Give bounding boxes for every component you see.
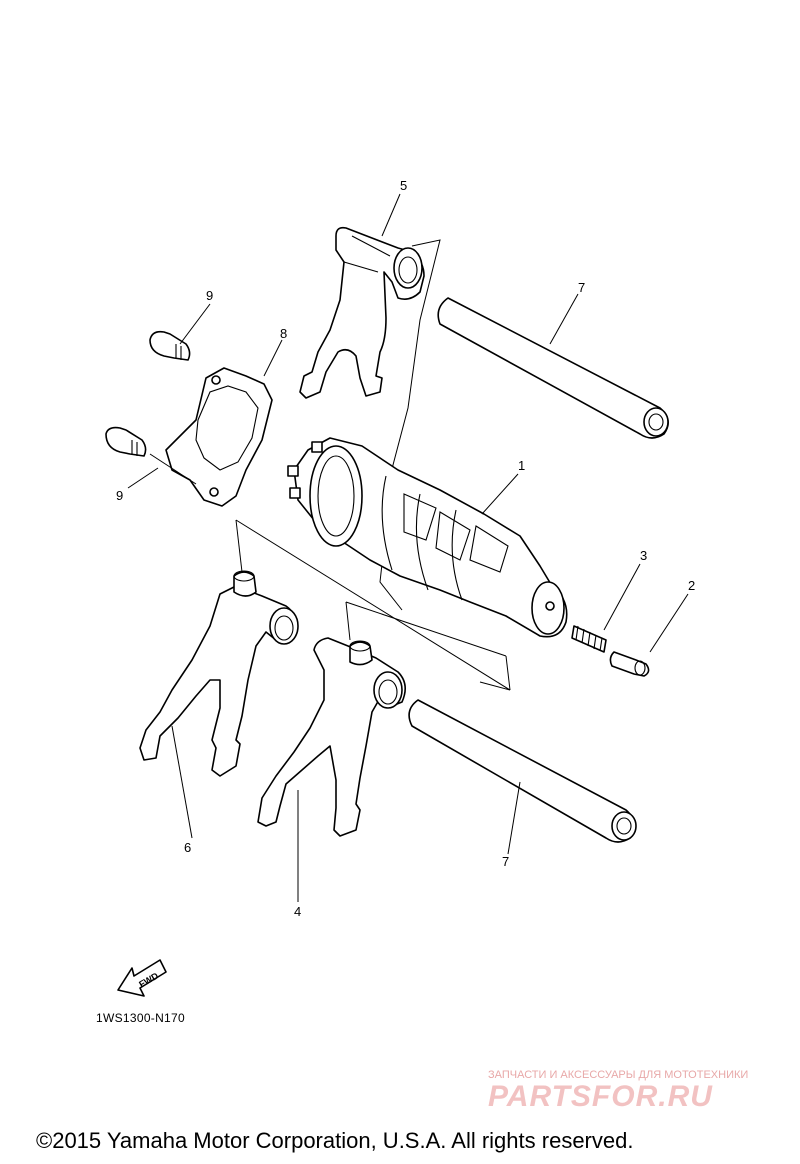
fwd-arrow-icon: FWD	[117, 959, 167, 997]
spring-3[interactable]	[571, 625, 607, 653]
diagram-code: 1WS1300-N170	[96, 1011, 185, 1025]
callout-5: 5	[400, 178, 407, 193]
watermark-logo: PARTSFOR.RU	[488, 1080, 713, 1113]
assembly-outline-lines	[235, 239, 511, 691]
callout-4: 4	[294, 904, 301, 919]
callout-6: 6	[184, 840, 191, 855]
copyright-notice: ©2015 Yamaha Motor Corporation, U.S.A. A…	[36, 1128, 634, 1153]
guide-bar-7-lower[interactable]	[408, 699, 637, 843]
callout-9-lower: 9	[116, 488, 123, 503]
guide-bar-7-upper[interactable]	[437, 297, 669, 439]
watermark-tagline: ЗАПЧАСТИ И АКСЕССУАРЫ ДЛЯ МОТОТЕХНИКИ	[488, 1069, 749, 1081]
callout-labels: 1 2 3 4 5 6 7 7 8 9 9	[116, 178, 695, 919]
shift-drum-1[interactable]	[287, 437, 568, 638]
screw-9-lower[interactable]	[105, 426, 147, 457]
callout-1: 1	[518, 458, 525, 473]
screw-9-upper[interactable]	[149, 330, 191, 361]
shift-fork-5[interactable]	[299, 226, 425, 399]
callout-leaders	[127, 193, 689, 902]
callout-8: 8	[280, 326, 287, 341]
segment-plate-8[interactable]	[165, 367, 273, 507]
shift-fork-6[interactable]	[139, 570, 299, 777]
callout-2: 2	[688, 578, 695, 593]
callout-9-upper: 9	[206, 288, 213, 303]
callout-7-lower: 7	[502, 854, 509, 869]
pin-2[interactable]	[609, 651, 650, 677]
shift-fork-4[interactable]	[257, 637, 406, 837]
callout-7-upper: 7	[578, 280, 585, 295]
callout-3: 3	[640, 548, 647, 563]
